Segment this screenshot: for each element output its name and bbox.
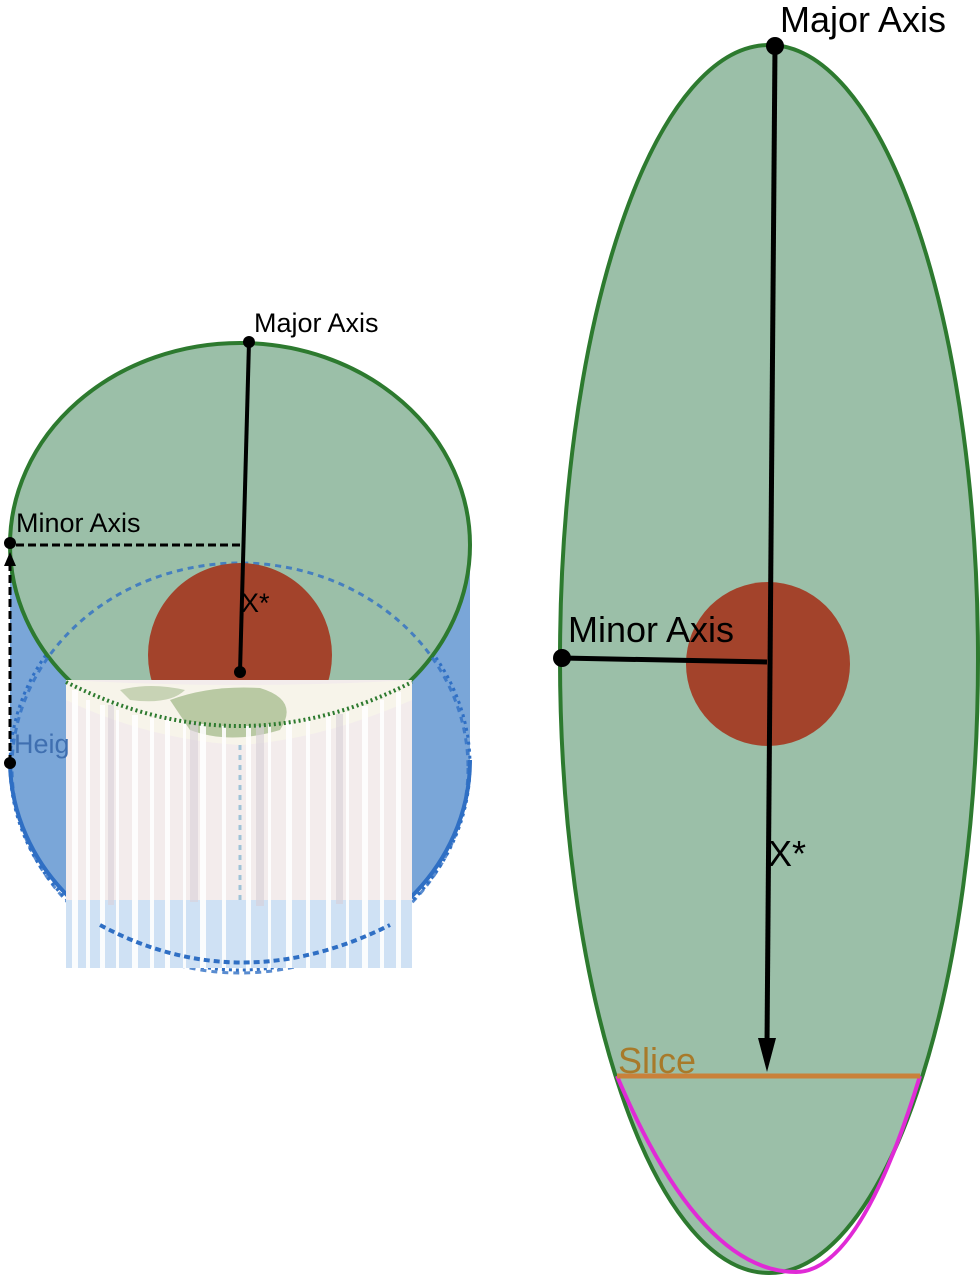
cutaway-window — [66, 680, 412, 968]
left-minor-axis-endpoint — [4, 537, 16, 549]
height-arrow-head — [4, 552, 16, 566]
left-center-label: X* — [241, 588, 270, 618]
cylinder-base-outline — [8, 558, 472, 972]
right-major-axis-line — [764, 45, 778, 1046]
right-major-axis-endpoint — [766, 37, 784, 55]
left-major-axis-line — [238, 341, 251, 673]
left-cylinder-figure: Major Axis Minor Axis X* Heig — [4, 308, 472, 975]
right-minor-axis-line — [561, 655, 768, 665]
slice-label: Slice — [618, 1040, 696, 1081]
left-major-axis-endpoint — [243, 336, 255, 348]
left-major-axis-label: Major Axis — [254, 308, 379, 338]
right-center-label: X* — [768, 833, 806, 874]
left-minor-axis-label: Minor Axis — [16, 508, 141, 538]
left-center-point — [234, 666, 246, 678]
cut-top-arc — [65, 680, 413, 728]
inner-dashed-ellipse — [10, 561, 470, 975]
height-endpoint — [4, 757, 16, 769]
cap-arc — [615, 1075, 922, 1275]
right-ellipse-figure: Major Axis Minor Axis X* Slice — [553, 0, 980, 1275]
right-major-axis-label: Major Axis — [780, 0, 946, 40]
cut-bottom-arc — [99, 923, 391, 965]
right-minor-axis-endpoint — [553, 649, 571, 667]
right-major-axis-arrowhead — [758, 1038, 776, 1072]
right-minor-axis-label: Minor Axis — [568, 609, 734, 650]
height-label: Heig — [14, 729, 70, 759]
